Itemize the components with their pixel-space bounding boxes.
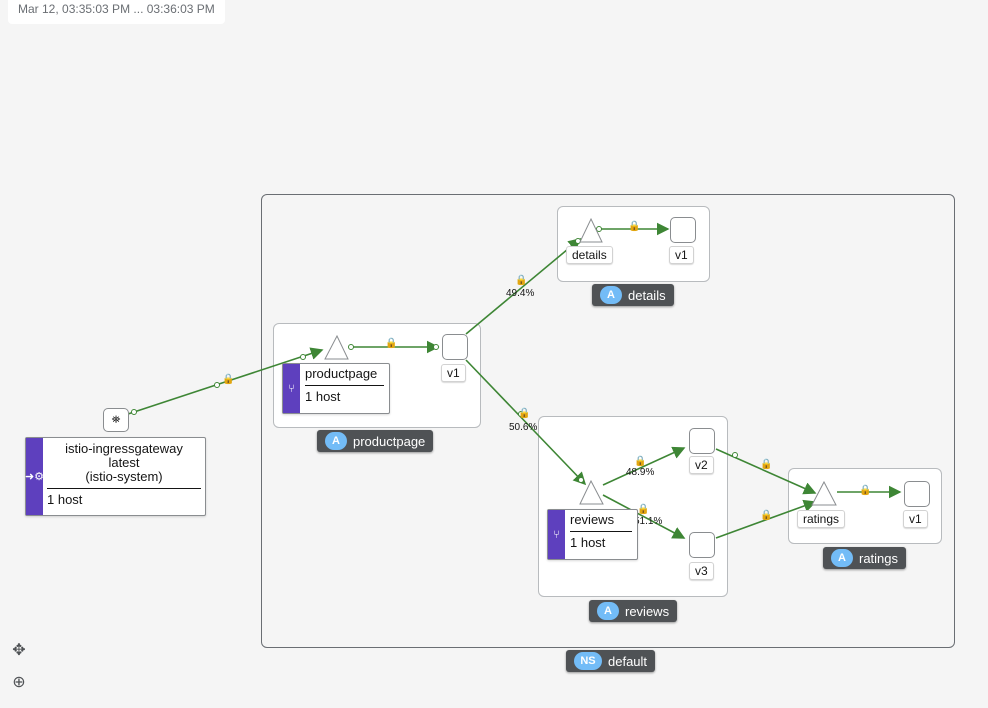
edge-v3-ratings [715,499,817,539]
version-label-reviews-v2: v2 [689,456,714,474]
app-badge-label: details [628,287,666,303]
app-badge-label: reviews [625,603,670,619]
lock-icon: 🔒 [859,485,872,496]
app-badge-icon: A [325,432,347,450]
productpage-card[interactable]: ⑂ productpage 1 host [282,363,390,414]
reviews-name: reviews [570,512,615,527]
lock-icon: 🔒 [515,275,528,286]
edge-productpage-reviews [465,359,587,486]
gateway-icon: ➜⚙ [24,471,45,483]
lock-icon: 🔒 [634,456,647,467]
edge-reviews-v2 [602,446,686,486]
lock-icon: 🔒 [760,459,773,470]
namespace-badge-icon: NS [574,652,602,670]
service-label-details: details [566,246,613,264]
divider [47,488,201,489]
edge-label-reviews: 50.6% [509,422,538,433]
zoom-in-icon[interactable]: ⊕ [12,674,26,691]
share-icon: ⑂ [553,528,560,541]
app-badge-icon: A [597,602,619,620]
pan-icon[interactable]: ✥ [12,642,26,659]
productpage-hosts: 1 host [305,389,341,404]
gateway-strip: ➜⚙ [24,438,45,515]
lock-icon: 🔒 [385,338,398,349]
namespace-badge-label: default [608,653,648,669]
version-label-productpage-v1: v1 [441,364,466,382]
lock-icon: 🔒 [518,408,531,419]
divider [570,531,632,532]
reviews-card[interactable]: ⑂ reviews 1 host [547,509,638,560]
service-triangle-productpage [324,334,349,360]
edge-label-reviews-v2: 48.9% [626,467,655,478]
gateway-name: istio-ingressgateway [65,441,183,456]
edge-gateway-productpage [127,347,324,415]
edge-label-reviews-v3: 51.1% [634,516,663,527]
namespace-badge-default[interactable]: NS default [566,650,656,672]
service-label-ratings: ratings [797,510,846,528]
productpage-strip: ⑂ [283,364,300,413]
lock-icon: 🔒 [760,510,773,521]
version-node-ratings-v1[interactable] [904,481,930,507]
app-badge-label: ratings [859,550,899,566]
lock-icon: 🔒 [222,374,235,385]
app-badge-reviews[interactable]: A reviews [589,600,678,622]
lock-icon: 🔒 [628,221,641,232]
app-badge-productpage[interactable]: A productpage [317,430,434,452]
branch-icon: ⑂ [288,382,295,395]
edge-v2-ratings [715,448,817,495]
edge-label-details: 49.4% [506,288,535,299]
service-triangle-reviews [579,479,604,505]
version-label-reviews-v3: v3 [689,562,714,580]
network-icon: ⛯ [111,413,121,426]
time-range-label: Mar 12, 03:35:03 PM ... 03:36:03 PM [8,0,225,24]
reviews-strip: ⑂ [548,510,565,559]
service-triangle-details [579,217,603,243]
version-label-ratings-v1: v1 [903,510,928,528]
app-badge-icon: A [831,549,853,567]
version-node-reviews-v3[interactable] [689,532,715,558]
version-node-reviews-v2[interactable] [689,428,715,454]
edge-productpage-details [465,237,582,335]
service-triangle-ratings [811,480,837,506]
app-badge-icon: A [600,286,622,304]
app-badge-details[interactable]: A details [592,284,674,306]
gateway-hosts: 1 host [47,492,83,507]
reviews-hosts: 1 host [570,535,606,550]
version-node-details-v1[interactable] [670,217,696,243]
lock-icon: 🔒 [637,504,650,515]
version-label-details-v1: v1 [669,246,694,264]
gateway-node[interactable]: ⛯ [103,408,129,432]
version-node-productpage-v1[interactable] [442,334,468,360]
app-badge-ratings[interactable]: A ratings [823,547,907,569]
productpage-name: productpage [305,366,378,381]
edge-reviews-v3 [602,494,686,539]
gateway-namespace: (istio-system) [85,469,163,484]
app-badge-label: productpage [353,433,426,449]
divider [305,385,384,386]
gateway-card[interactable]: ➜⚙ istio-ingressgateway latest (istio-sy… [25,437,206,516]
namespace-box-default[interactable] [261,194,955,648]
gateway-version: latest [108,455,140,470]
